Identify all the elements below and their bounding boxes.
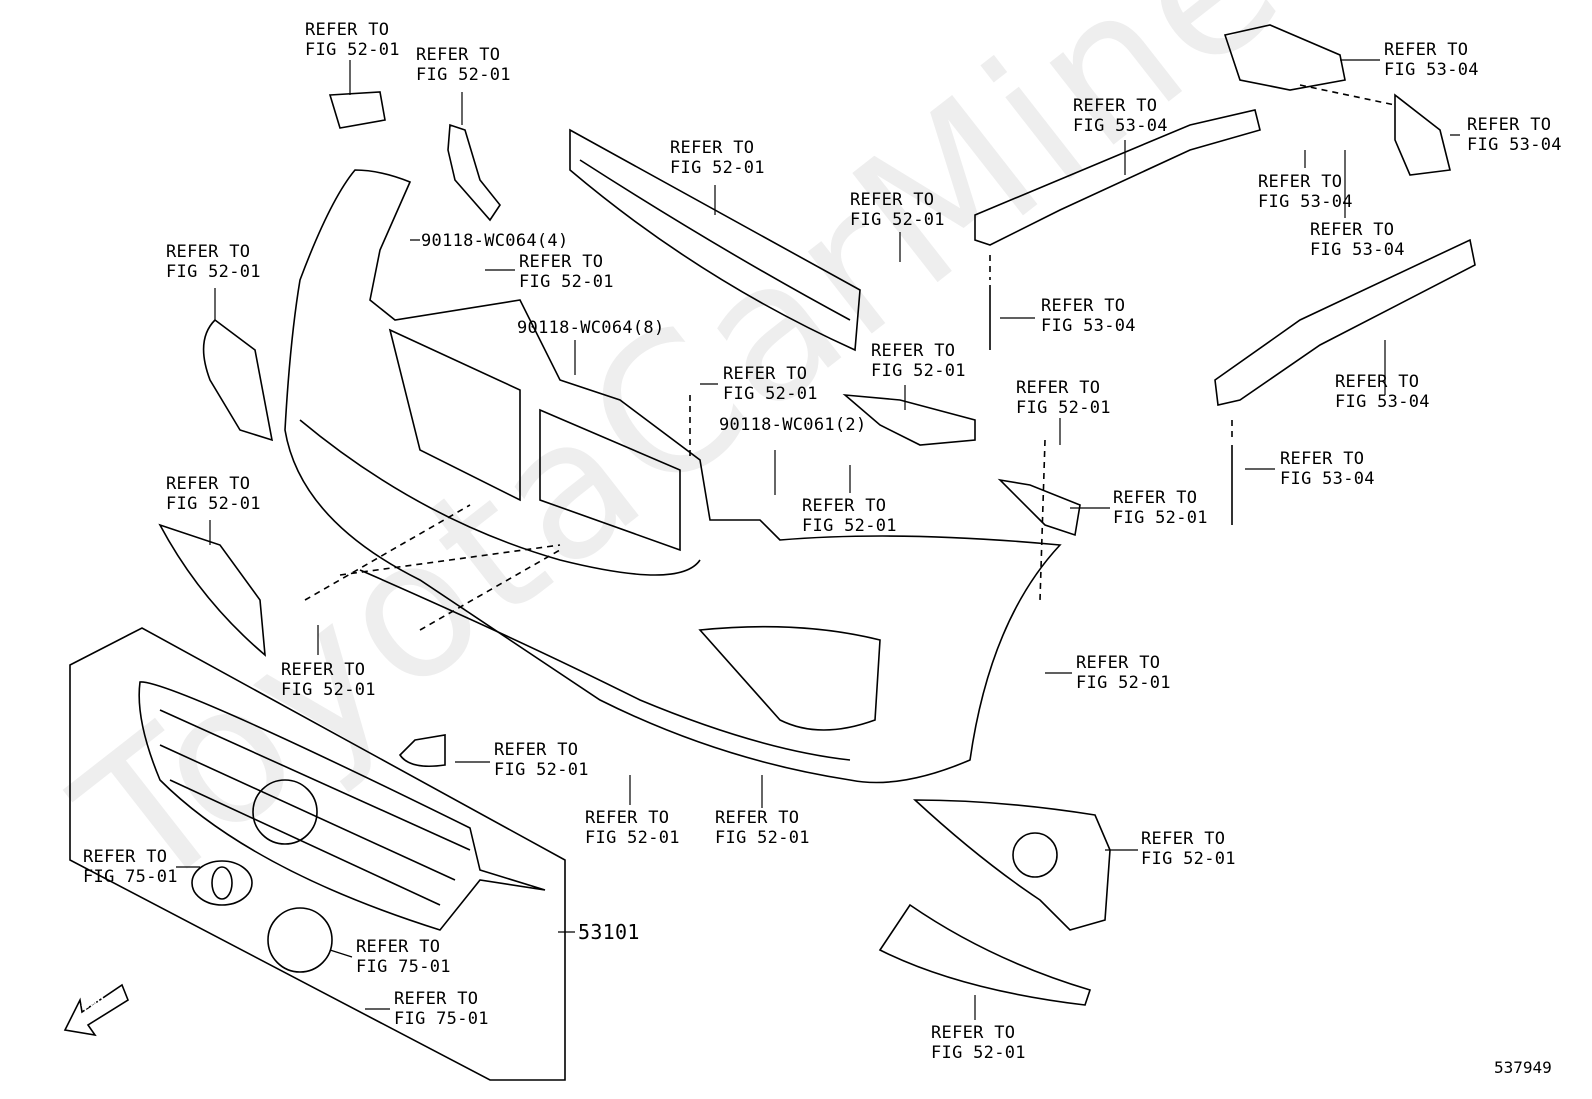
retainer-top [328,91,386,129]
front-bumper-cover [284,169,1062,784]
bumper-reinforcement-lower [1214,238,1476,406]
radiator-grille [138,681,546,931]
grille-assembly-box [69,627,566,1081]
emblem-base [267,907,333,973]
bracket-right [1394,93,1451,176]
lower-grille-right [878,903,1092,1006]
bracket-top-right [1223,24,1346,91]
upper-grille-strip [569,128,861,352]
part-number-grille: 53101 [578,920,640,944]
part-number: 90118-WC061(2) [719,415,867,435]
side-bracket-left [202,318,274,442]
side-retainer-right [997,478,1081,537]
figure-number: 537949 [1494,1058,1552,1077]
toyota-emblem [191,860,253,906]
upper-side-bracket [447,123,501,222]
part-number: 90118-WC064(4) [421,231,569,251]
bumper-arm-bracket [842,393,976,446]
fog-cover-left [158,523,266,657]
bumper-reinforcement-upper [974,109,1261,246]
part-number: 90118-WC064(8) [517,318,665,338]
fwd-arrow-icon [63,983,129,1037]
fog-cover-right [912,799,1111,931]
